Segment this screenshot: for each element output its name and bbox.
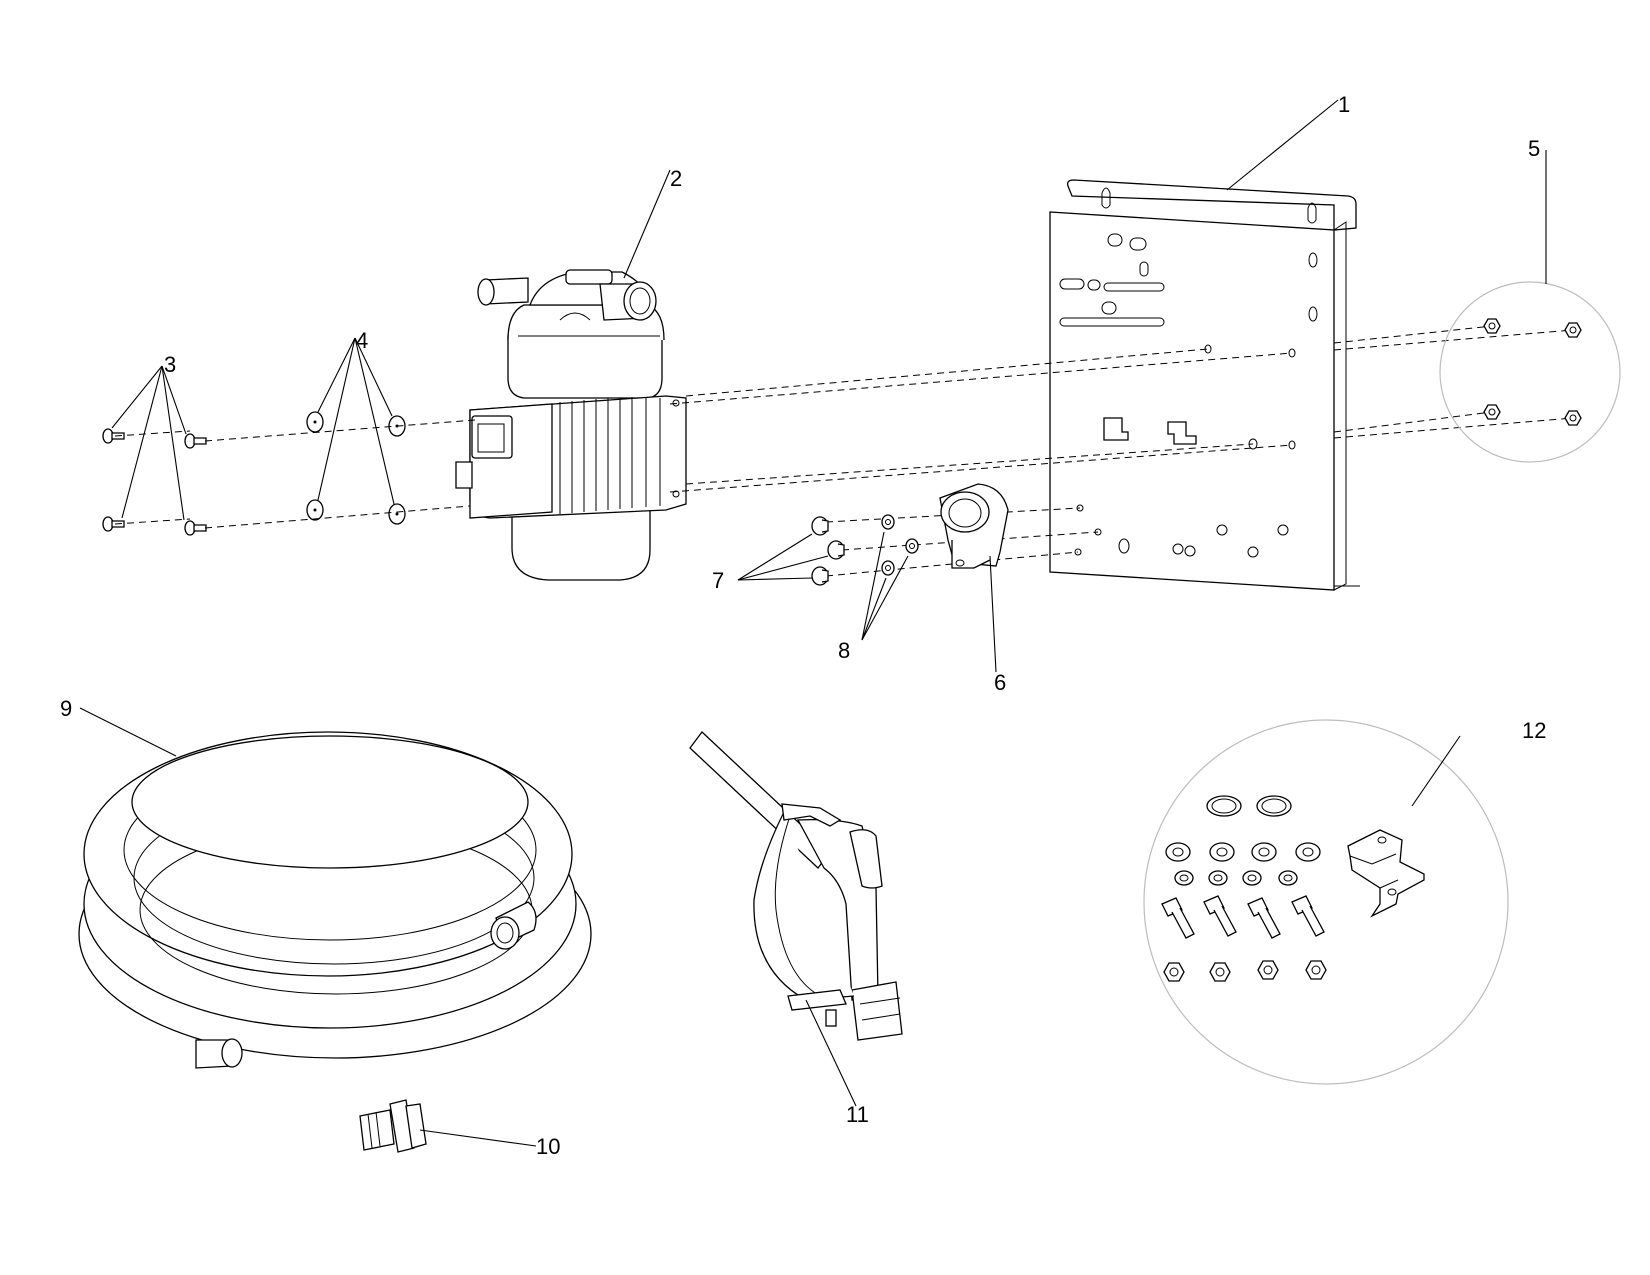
callout-1: 1	[1338, 92, 1350, 117]
part-3-screws: 3	[102, 352, 207, 536]
callout-2: 2	[670, 166, 682, 191]
part-2-pump-motor: 2	[455, 166, 687, 581]
part-11-dispensing-nozzle: 11	[689, 731, 903, 1127]
part-12-hardware-kit: 12	[1143, 718, 1546, 1085]
callout-10: 10	[536, 1134, 560, 1159]
callout-8: 8	[838, 638, 850, 663]
assembly-lines	[114, 325, 1574, 577]
part-4-washers: 4	[306, 328, 406, 525]
callout-5: 5	[1528, 136, 1540, 161]
callout-3: 3	[164, 352, 176, 377]
callout-4: 4	[356, 328, 368, 353]
callout-7: 7	[712, 568, 724, 593]
callout-6: 6	[994, 670, 1006, 695]
callout-12: 12	[1522, 718, 1546, 743]
callout-9: 9	[60, 696, 72, 721]
part-7-caps: 7	[712, 516, 845, 593]
part-9-hose-coil: 9	[60, 696, 592, 1069]
part-6-nozzle-holder: 6	[939, 483, 1009, 695]
callout-11: 11	[846, 1102, 869, 1127]
part-10-hose-fitting: 10	[359, 1099, 560, 1159]
part-8-small-washers: 8	[838, 514, 919, 663]
part-1-mounting-plate: 1	[1049, 92, 1360, 591]
part-5-nuts-detail: 5	[1439, 136, 1621, 463]
